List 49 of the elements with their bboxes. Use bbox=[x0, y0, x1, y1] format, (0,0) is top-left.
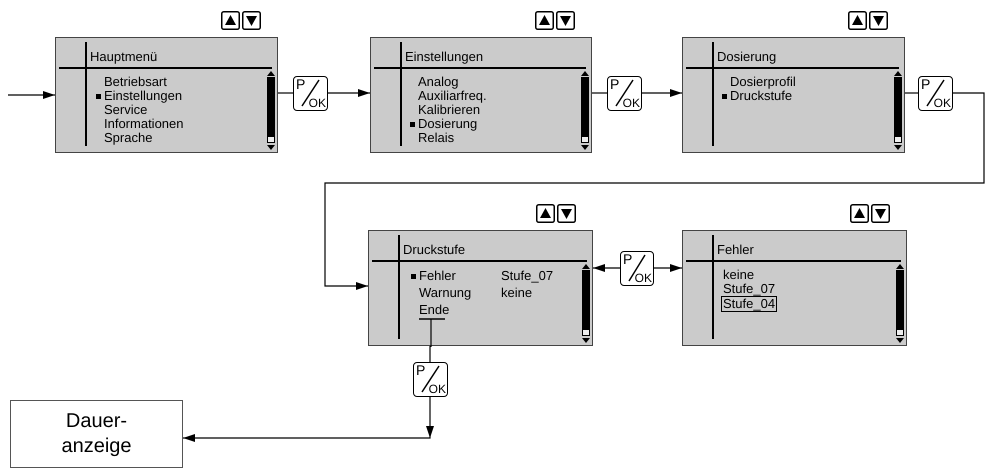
key-label: OK bbox=[634, 272, 652, 285]
screen-title: Druckstufe bbox=[403, 243, 466, 257]
arrow bbox=[328, 89, 370, 97]
highlighted-option: Stufe_04 bbox=[721, 296, 778, 312]
key-label: OK bbox=[934, 97, 951, 110]
key-label: P bbox=[610, 77, 620, 92]
menu-item: Informationen bbox=[104, 117, 184, 131]
key-label: P bbox=[296, 77, 306, 92]
arrow bbox=[324, 92, 985, 290]
key-label: P bbox=[416, 363, 426, 378]
menu-item: Kalibrieren bbox=[418, 103, 480, 117]
arrow bbox=[642, 89, 682, 97]
p-ok-key bbox=[413, 362, 448, 397]
menu-item: Auxiliarfreq. bbox=[418, 89, 487, 103]
screen-title: Dosierung bbox=[717, 50, 776, 64]
menu-item: Stufe_07 bbox=[723, 282, 776, 296]
menu-item: Analog bbox=[418, 75, 458, 89]
key-label: P bbox=[921, 77, 930, 92]
menu-item: Fehler bbox=[419, 269, 456, 283]
key-label: OK bbox=[622, 97, 640, 110]
screen-title: Einstellungen bbox=[405, 50, 484, 64]
arrow bbox=[8, 91, 55, 99]
menu-item: Betriebsart bbox=[104, 75, 167, 89]
p-ok-key bbox=[918, 76, 953, 111]
key-label: P bbox=[623, 252, 632, 267]
display-box bbox=[10, 400, 183, 468]
menu-item: Dosierprofil bbox=[730, 75, 796, 89]
arrow bbox=[654, 264, 682, 272]
key-label: OK bbox=[428, 383, 446, 396]
p-ok-key bbox=[293, 76, 328, 111]
arrow bbox=[183, 397, 434, 442]
p-ok-key bbox=[620, 251, 654, 286]
p-ok-key bbox=[607, 76, 642, 111]
menu-item: Einstellungen bbox=[104, 89, 182, 103]
menu-item: Ende bbox=[419, 303, 450, 317]
screen-title: Fehler bbox=[717, 243, 754, 257]
menu-item: keine bbox=[501, 286, 532, 300]
arrow bbox=[593, 264, 620, 272]
key-label: OK bbox=[308, 97, 326, 110]
menu-item: Service bbox=[104, 103, 148, 117]
menu-item: Stufe_07 bbox=[501, 269, 554, 283]
menu-item: Druckstufe bbox=[730, 89, 792, 103]
menu-item: Sprache bbox=[104, 131, 152, 145]
box-label: Dauer- anzeige bbox=[60, 409, 133, 459]
menu-item: Relais bbox=[418, 131, 454, 145]
menu-item: keine bbox=[723, 268, 754, 282]
menu-item: Dosierung bbox=[418, 117, 478, 131]
menu-item: Warnung bbox=[419, 286, 472, 300]
screen-title: Hauptmenü bbox=[90, 50, 158, 64]
